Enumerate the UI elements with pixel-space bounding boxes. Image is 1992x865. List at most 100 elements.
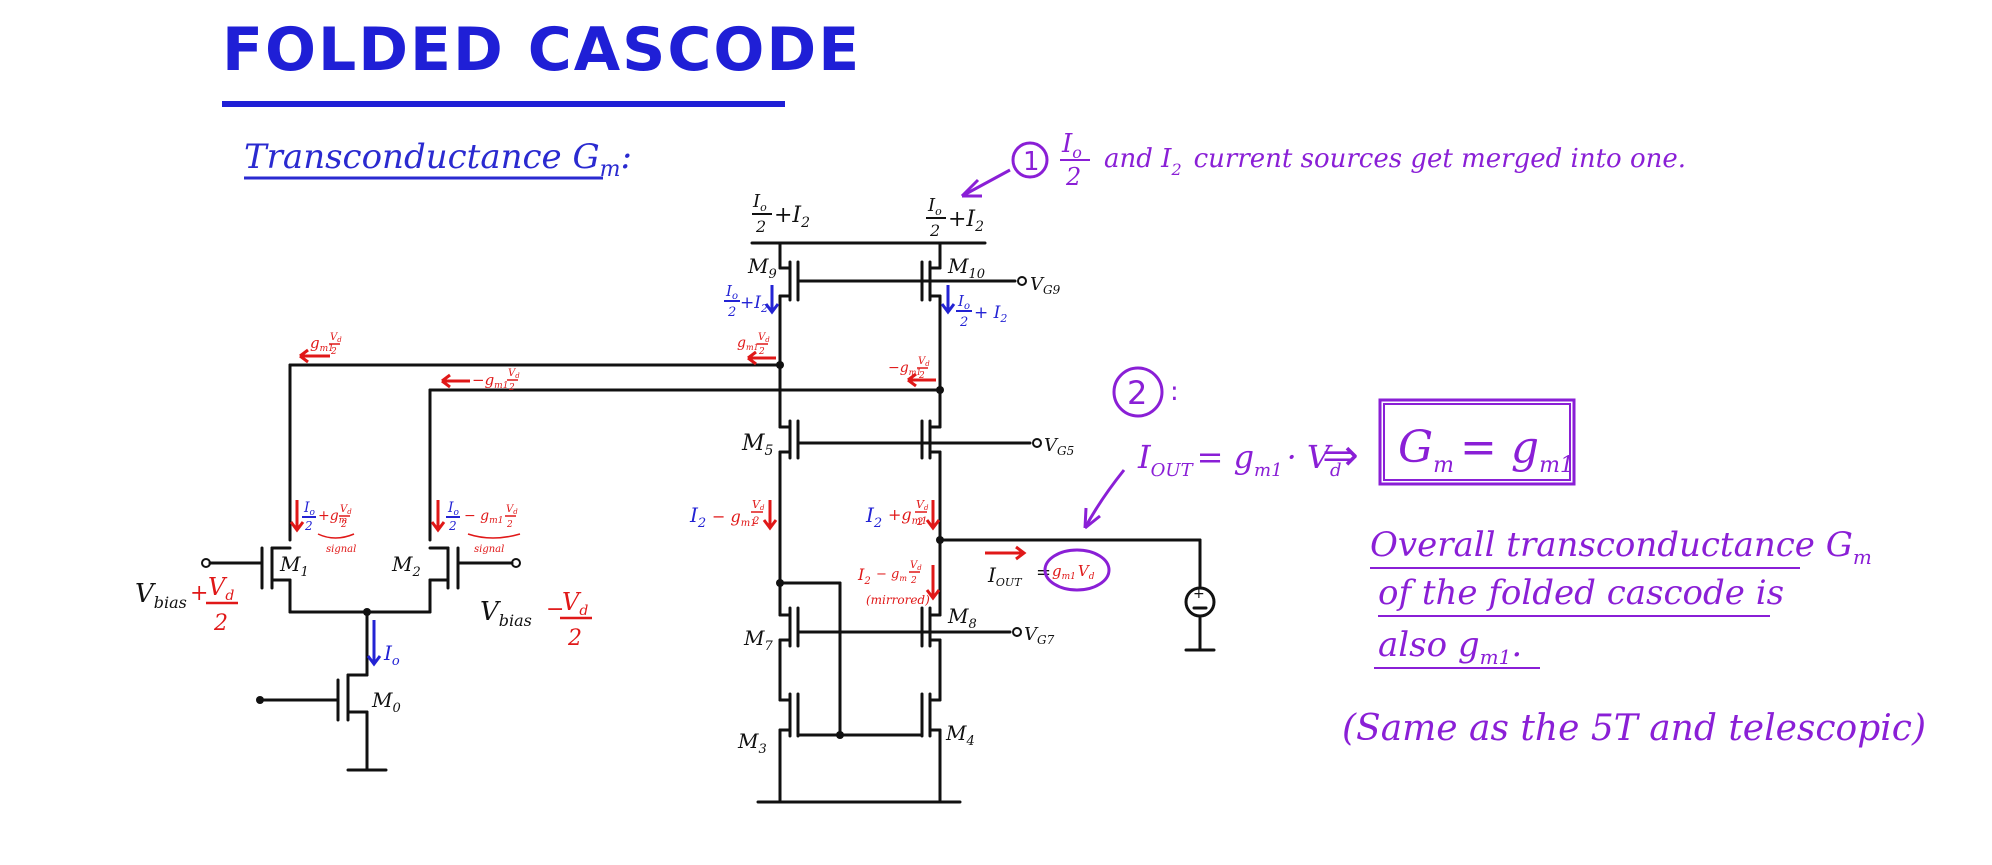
svg-text:2: 2 [727,305,736,320]
signal-current-node-right: −gm1 Vd 2 [888,356,936,388]
svg-text:Vd: Vd [508,368,520,380]
svg-text:I2: I2 [857,565,871,587]
label-vg7: VG7 [1024,624,1055,647]
svg-text:+: + [190,581,208,606]
svg-text:Vbias: Vbias [480,597,532,630]
svg-text:− gm1: − gm1 [712,507,757,529]
current-mirrored: I2 − gm Vd 2 (mirrored) [857,560,941,607]
svg-text:Vd: Vd [918,356,930,368]
svg-text:Io: Io [725,282,738,302]
svg-text:−gm1: −gm1 [472,371,508,391]
top-source-right: Io 2 +I2 [926,195,984,240]
label-m10: M10 [947,254,985,282]
svg-text:Vbias: Vbias [135,579,187,612]
svg-text:Vd: Vd [208,573,234,604]
svg-text:2: 2 [448,519,457,533]
svg-text:gm1: gm1 [310,334,334,354]
svg-text:Io: Io [752,191,767,214]
svg-text:2: 2 [910,576,917,586]
svg-text:Io: Io [383,641,400,669]
current-m10: Io 2 + I2 [940,285,1007,330]
svg-text:Overall transconductance Gm: Overall transconductance Gm [1370,525,1872,569]
svg-text:Io: Io [447,500,460,518]
svg-text:signal: signal [326,544,356,555]
current-right-branch: I2 +gm1 Vd 2 [865,498,941,531]
svg-text:2: 2 [508,383,515,393]
label-m9: M9 [747,254,777,282]
svg-text:IOUT: IOUT [987,563,1023,589]
svg-text:2: 2 [1127,374,1147,412]
svg-text:−: − [546,597,564,622]
svg-text:Vd: Vd [916,498,929,512]
svg-text:1: 1 [1023,147,1040,177]
svg-text:Vd: Vd [562,588,588,619]
svg-text:+I2: +I2 [740,293,768,315]
svg-text:+I2: +I2 [774,203,810,231]
svg-text:2: 2 [959,315,968,330]
svg-text:− gm1: − gm1 [464,508,503,526]
current-m9: Io 2 +I2 [724,282,780,320]
svg-text:2: 2 [506,520,513,530]
svg-text:2: 2 [916,517,923,528]
svg-text:2: 2 [340,520,347,530]
svg-text:Gm= gm1: Gm= gm1 [1398,422,1574,478]
svg-text:⇒: ⇒ [1322,430,1359,481]
svg-text:Vd: Vd [506,504,518,516]
svg-text:+ I2: + I2 [974,303,1007,325]
svg-text:Vd: Vd [910,560,922,572]
signal-current-node-left: gm1 Vd 2 [737,332,776,366]
svg-text:Io: Io [957,292,970,312]
svg-text:I2: I2 [689,503,706,531]
label-vg5: VG5 [1044,435,1074,458]
svg-text:of the folded cascode is: of the folded cascode is [1378,573,1784,613]
subtitle: Transconductance Gm: [244,137,632,182]
svg-text:2: 2 [1065,163,1081,191]
svg-text:Vd: Vd [330,332,342,344]
svg-text:Io: Io [303,500,316,518]
svg-text:gm1: gm1 [737,335,759,352]
svg-text:2: 2 [213,611,228,636]
svg-text:2: 2 [330,347,337,357]
top-source-left: Io 2 +I2 [752,191,810,236]
svg-text:2: 2 [918,371,925,381]
circuit: + [201,241,1216,804]
conclusion: Overall transconductance Gm of the folde… [1342,525,1926,749]
label-m3: M3 [737,729,767,757]
label-m7: M7 [743,626,773,654]
svg-text:I2: I2 [865,503,882,531]
svg-text:−gm1: −gm1 [888,360,921,377]
current-io-tail: Io [366,620,400,669]
label-m8: M8 [947,604,977,632]
svg-text:− gm: − gm [876,567,907,583]
svg-text:2: 2 [752,516,759,527]
svg-text:Vd: Vd [340,504,352,516]
svg-text:2: 2 [567,626,582,651]
page-title: FOLDED CASCODE [222,15,861,85]
svg-text:+gm: +gm [318,508,347,526]
svg-text:(Same as the 5T and telescopic: (Same as the 5T and telescopic) [1342,708,1926,749]
signal-current-left-top: gm1 Vd 2 [299,332,342,364]
svg-text:Vd: Vd [758,332,770,344]
note-2: 2 : IOUT= gm1· Vd ⇒ Gm= gm1 [1083,366,1576,530]
label-m4: M4 [945,721,975,749]
svg-text:signal: signal [474,544,504,555]
svg-text:2: 2 [755,217,766,236]
label-vg9: VG9 [1030,274,1061,297]
svg-text:Io: Io [1061,129,1082,162]
vbias-left: Vbias + Vd 2 [135,573,238,636]
current-m1-branch: Io 2 +gm Vd 2 signal [289,500,356,555]
current-m2-branch: Io 2 − gm1 Vd 2 signal [430,500,521,555]
svg-text:+gm1: +gm1 [888,505,928,527]
label-m5: M5 [741,431,774,459]
vbias-right: Vbias − Vd 2 [480,588,592,651]
svg-text:+: + [1193,586,1205,602]
svg-text:Vd: Vd [752,498,765,512]
svg-text:(mirrored): (mirrored) [866,593,930,607]
svg-text:+I2: +I2 [948,207,984,235]
svg-text:IOUT= gm1· Vd: IOUT= gm1· Vd [1137,438,1342,481]
current-m5-branch: I2 − gm1 Vd 2 [689,498,778,531]
